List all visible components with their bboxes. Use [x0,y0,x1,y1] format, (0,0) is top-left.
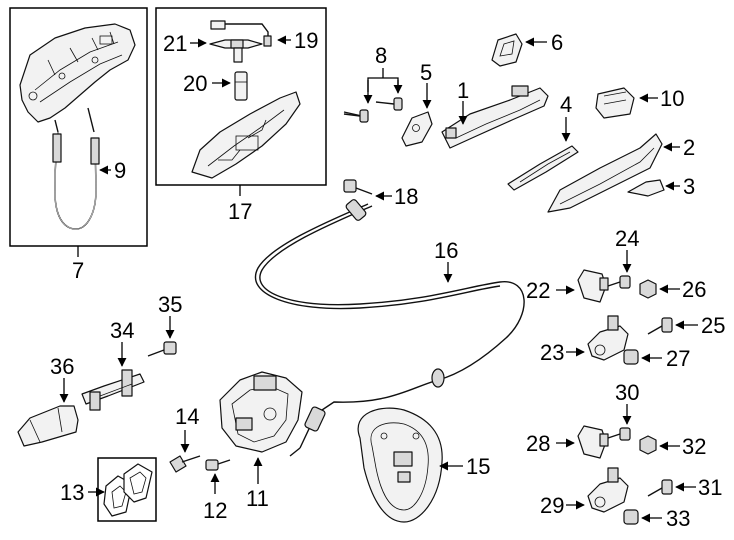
nut-part-26 [639,279,657,299]
release-cable-part-16 [254,199,525,457]
bushing-part-33 [623,509,639,525]
callout-13: 13 [60,480,84,505]
callout-25: 25 [701,313,725,338]
callout-19: 19 [294,28,318,53]
callout-22: 22 [526,278,550,303]
bolt-part-30 [607,427,631,441]
screw-part-12 [205,459,231,471]
sensor-part-19 [210,20,272,47]
cover-part-36 [17,405,79,447]
callout-9: 9 [114,158,126,183]
callout-3: 3 [683,174,695,199]
box-assembly-17 [155,7,327,186]
latch-part-11 [219,371,303,453]
callout-8: 8 [375,43,387,68]
bolt-part-24 [607,275,631,289]
bolt-part-31 [647,479,673,497]
callout-15: 15 [466,454,490,479]
gasket-part-13 [103,463,153,517]
callout-36: 36 [50,354,74,379]
clip-part-3 [627,179,665,197]
bolt-part-35 [147,341,177,357]
callout-14: 14 [175,404,199,429]
striker-part-34 [81,369,145,411]
callout-20: 20 [183,71,207,96]
callout-12: 12 [203,498,227,523]
callout-6: 6 [551,30,563,55]
callout-30: 30 [615,380,639,405]
callout-24: 24 [615,226,639,251]
callout-4: 4 [560,92,572,117]
bolt-part-14 [169,455,201,473]
callout-11: 11 [246,486,269,511]
callout-5: 5 [420,60,432,85]
bezel-part-6 [491,33,523,67]
callout-21: 21 [163,31,187,56]
nut-part-32 [639,435,657,455]
inner-panel-part-15 [357,407,443,523]
callout-31: 31 [698,475,722,500]
callout-7: 7 [72,258,84,283]
door-handle-carrier-part-7 [19,23,136,123]
callout-23: 23 [540,340,564,365]
callout-16: 16 [434,238,458,263]
seal-part-4 [507,145,579,191]
bushing-part-27 [623,349,639,365]
callout-34: 34 [110,318,134,343]
callout-1: 1 [457,78,469,103]
screw-part-8a [343,109,369,123]
callout-35: 35 [158,292,182,317]
bolt-part-18 [343,179,373,195]
hinge-upper-part-22 [577,269,609,303]
hinge-upper-part-28 [577,425,609,459]
callout-2: 2 [683,135,695,160]
callout-33: 33 [666,506,690,531]
plate-part-5 [401,111,433,147]
bracket-part-21 [209,39,263,63]
cap-part-10 [595,87,635,119]
connector-part-20 [234,71,248,101]
bolt-part-25 [647,317,673,335]
outer-handle-part-2 [547,133,663,213]
callout-32: 32 [682,434,706,459]
screw-part-8b [375,97,403,111]
handle-housing-part-17 [191,91,301,179]
callout-10: 10 [660,86,684,111]
callout-29: 29 [540,493,564,518]
callout-27: 27 [666,346,690,371]
callout-17: 17 [228,199,252,224]
callout-26: 26 [682,277,706,302]
cable-part-9 [52,107,100,230]
frame-part-1 [441,85,549,149]
callout-18: 18 [394,184,418,209]
hinge-lower-part-23 [587,315,629,361]
callout-28: 28 [526,431,550,456]
hinge-lower-part-29 [587,467,629,513]
